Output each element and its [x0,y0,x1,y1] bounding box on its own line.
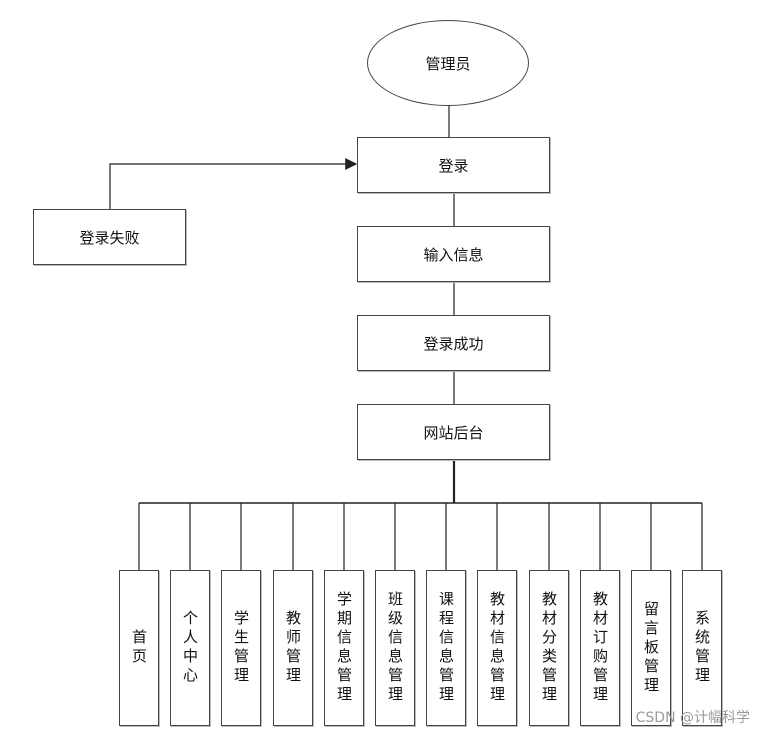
module-node: 学生管理 [221,570,261,726]
backend-label: 网站后台 [423,423,484,442]
watermark: CSDN @计幅科学 [635,710,750,726]
module-node: 课程信息管理 [426,570,466,726]
module-node: 班级信息管理 [375,570,415,726]
login-failed-node: 登录失败 [33,209,186,265]
login-failed-label: 登录失败 [79,228,140,247]
module-label: 教师管理 [284,610,302,686]
module-node: 首页 [119,570,159,726]
module-label: 课程信息管理 [437,591,455,705]
module-node: 教材信息管理 [477,570,517,726]
module-label: 留言板管理 [642,600,660,696]
module-label: 教材分类管理 [540,591,558,705]
module-label: 班级信息管理 [386,591,404,705]
module-node: 系统管理 [682,570,722,726]
module-label: 教材信息管理 [488,591,506,705]
login-node: 登录 [357,137,550,193]
failed-to-login-arrow [109,158,358,209]
login-label: 登录 [438,156,469,175]
admin-label: 管理员 [425,54,471,73]
input-info-node: 输入信息 [357,226,550,282]
input-info-label: 输入信息 [423,245,484,264]
module-node: 学期信息管理 [324,570,364,726]
backend-node: 网站后台 [357,404,550,460]
module-node: 留言板管理 [631,570,671,726]
module-label: 学生管理 [232,610,250,686]
module-node: 教材分类管理 [529,570,569,726]
module-label: 个人中心 [181,610,199,686]
module-node: 个人中心 [170,570,210,726]
module-label: 学期信息管理 [335,591,353,705]
login-success-node: 登录成功 [357,315,550,371]
module-label: 系统管理 [693,610,711,686]
module-label: 首页 [130,629,148,667]
module-node: 教师管理 [273,570,313,726]
module-node: 教材订购管理 [580,570,620,726]
login-success-label: 登录成功 [423,334,484,353]
admin-node: 管理员 [367,20,529,106]
module-label: 教材订购管理 [591,591,609,705]
